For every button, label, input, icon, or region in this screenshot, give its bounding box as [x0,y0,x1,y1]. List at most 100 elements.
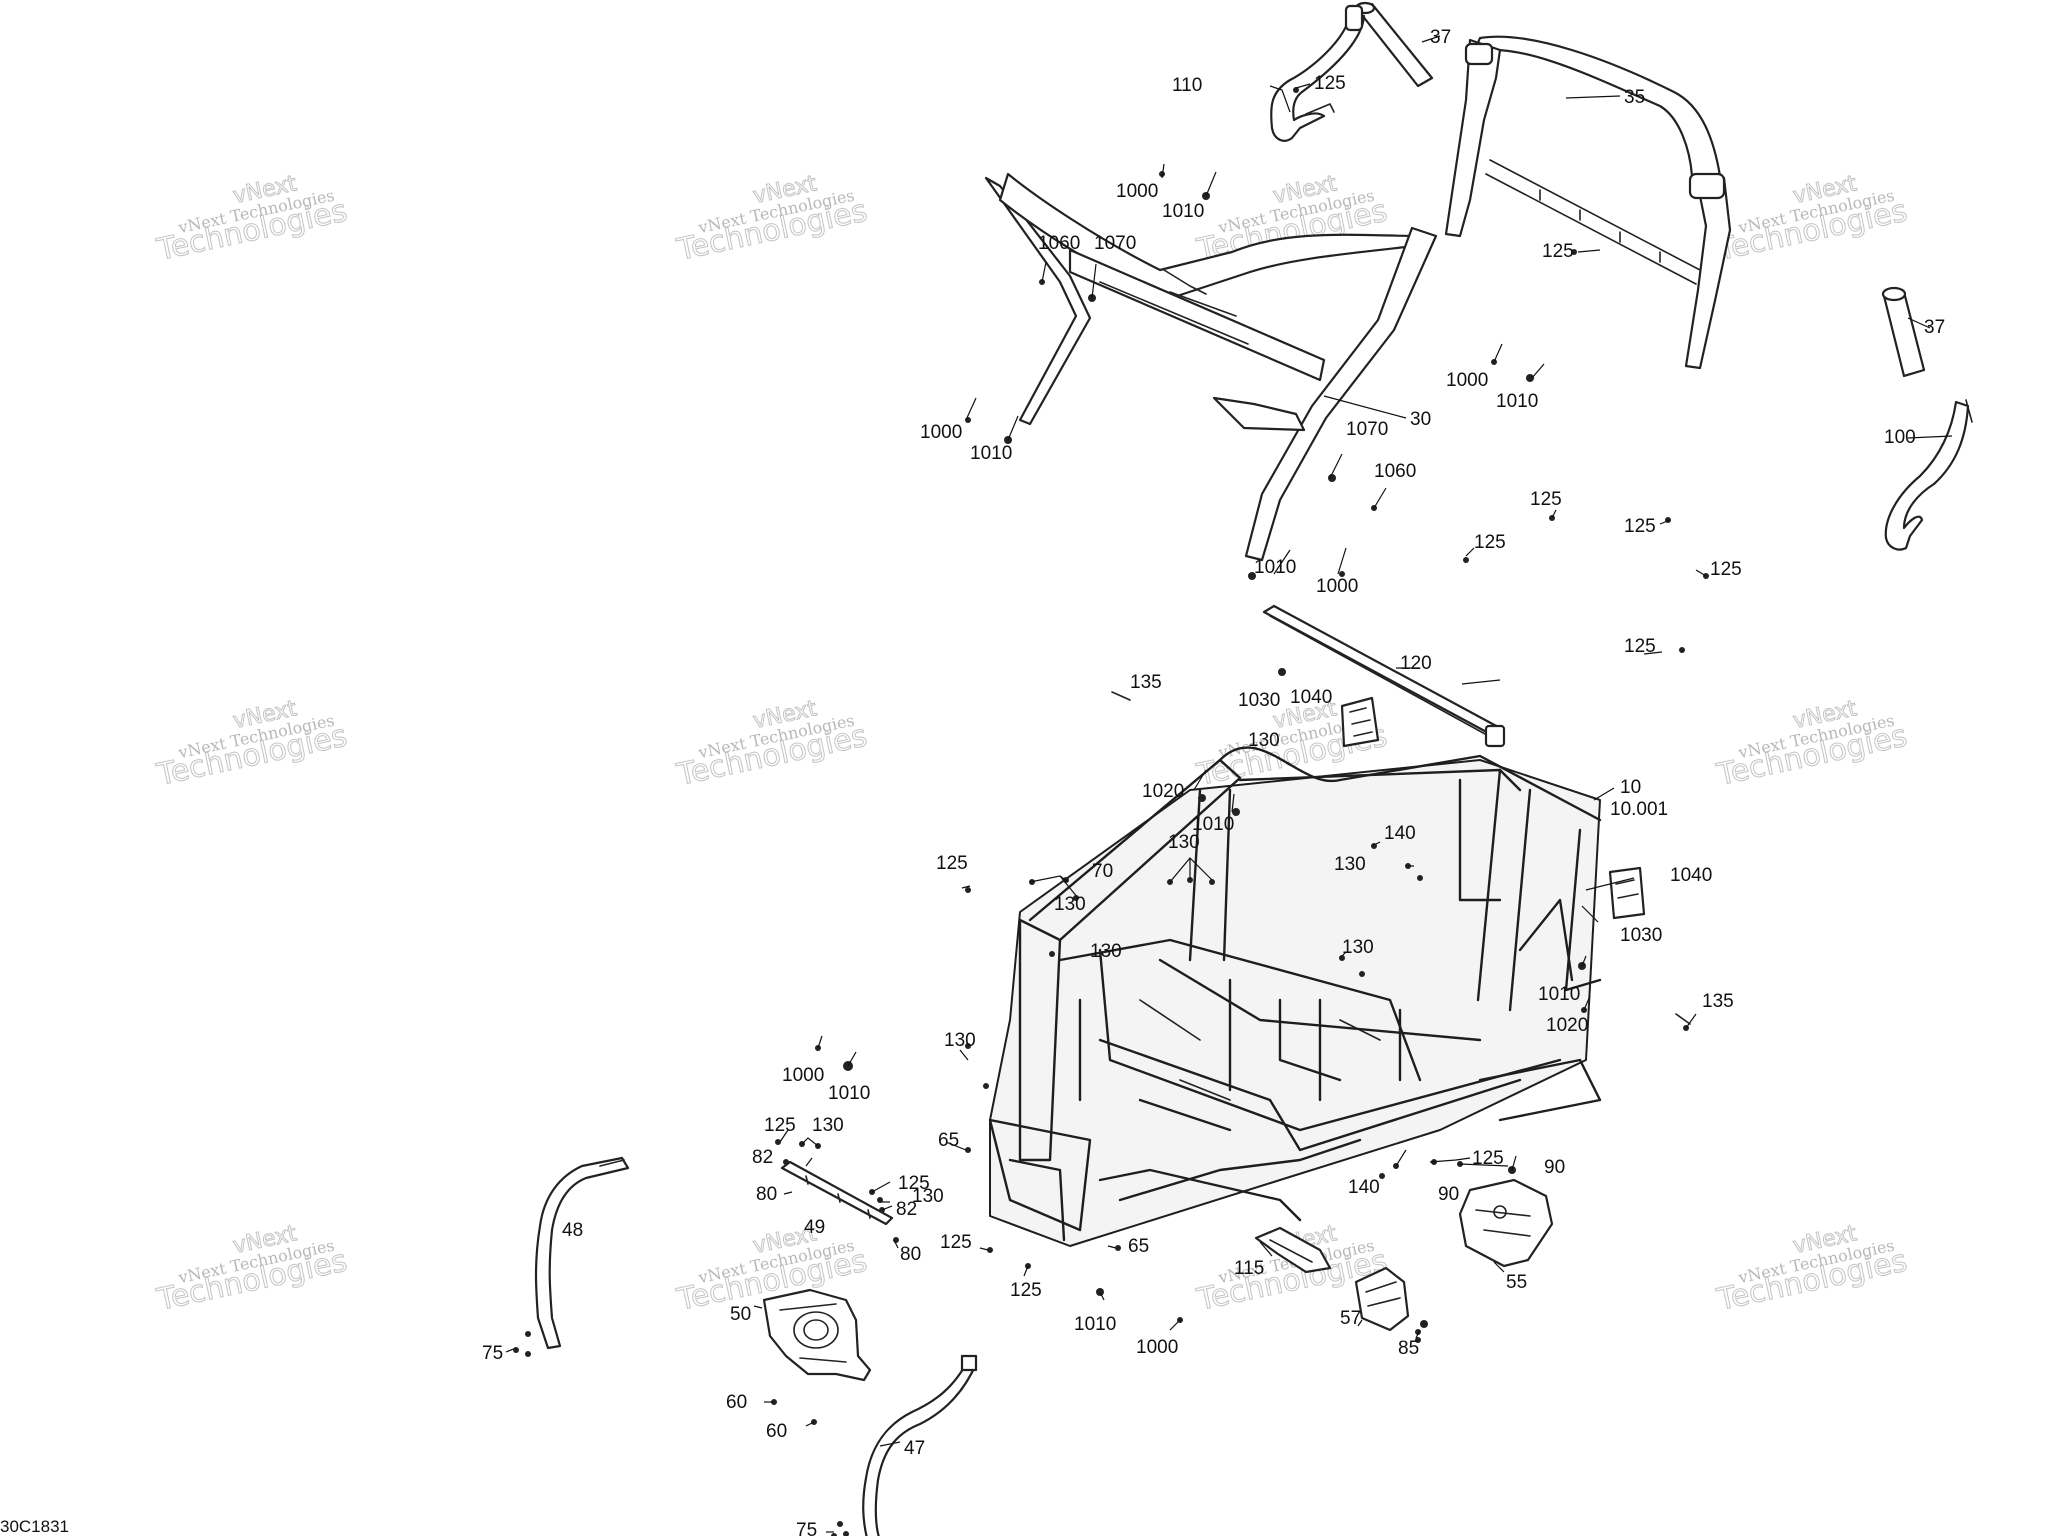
fastener [525,1351,531,1357]
callout-label-65: 65 [1128,1236,1149,1257]
fastener [1248,572,1256,580]
part-37-right-tube [1881,286,1926,378]
callout-label-49: 49 [804,1217,825,1238]
part-47-lower-tube [862,1354,978,1536]
fastener-bolt [1111,691,1131,701]
callout-label-82: 82 [752,1147,773,1168]
callout-label-125: 125 [936,853,968,874]
callout-label-1000: 1000 [1116,181,1158,202]
fastener [983,1083,989,1089]
callout-label-125: 125 [1472,1148,1504,1169]
callout-label-125: 125 [1710,559,1742,580]
fastener [965,1043,971,1049]
callout-label-125: 125 [898,1173,930,1194]
fastener [775,1139,781,1145]
callout-label-65: 65 [938,1130,959,1151]
part-115-bracket [1254,1226,1332,1274]
drawing-code: 30C1831 [0,1517,69,1536]
callout-label-75: 75 [796,1520,817,1536]
callout-label-90: 90 [1438,1184,1459,1205]
callout-label-125: 125 [1474,532,1506,553]
part-10-main-frame [988,746,1602,1247]
part-110-grab-handle [1270,4,1366,142]
fastener [837,1521,843,1527]
fastener-bolt [1675,1013,1691,1025]
callout-label-1000: 1000 [1316,576,1358,597]
callout-label-75: 75 [482,1343,503,1364]
callout-label-1000: 1000 [920,422,962,443]
callout-label-10: 10 [1620,777,1641,798]
callout-label-1060: 1060 [1374,461,1416,482]
callout-label-37: 37 [1924,317,1945,338]
fastener [525,1331,531,1337]
callout-label-100: 100 [1884,427,1916,448]
callout-label-1040: 1040 [1670,865,1712,886]
callout-label-125: 125 [1010,1280,1042,1301]
fastener [1115,1245,1121,1251]
callout-label-130: 130 [1168,832,1200,853]
callout-label-50: 50 [730,1304,751,1325]
part-120-cross-bar [1262,604,1506,748]
callout-label-80: 80 [900,1244,921,1265]
callout-label-130: 130 [944,1030,976,1051]
fastener [1415,1337,1421,1343]
part-1040-bracket-upper [1340,696,1380,748]
fastener [1526,374,1534,382]
callout-label-85: 85 [1398,1338,1419,1359]
callout-label-1010: 1010 [828,1083,870,1104]
callout-label-47: 47 [904,1438,925,1459]
parts [534,1,1973,1536]
watermark: Technologies vNext Technologies vNext [153,171,351,269]
part-37-upper-tube [1354,1,1434,88]
callout-label-1010: 1010 [1254,557,1296,578]
part-57-plate [1354,1266,1410,1332]
callout-label-120: 120 [1400,653,1432,674]
callout-label-60: 60 [726,1392,747,1413]
callout-label-135: 135 [1130,672,1162,693]
fastener [1417,875,1423,881]
callout-label-1070: 1070 [1346,419,1388,440]
callout-label-130: 130 [1054,894,1086,915]
part-55-bracket [1458,1178,1554,1268]
watermark: Technologies vNext Technologies vNext [1713,1221,1911,1319]
fastener [987,1247,993,1253]
fastener [1679,647,1685,653]
callout-label-1010: 1010 [1496,391,1538,412]
fastener [1359,971,1365,977]
callout-label-135: 135 [1702,991,1734,1012]
part-49-front-bar [780,1160,894,1226]
watermark: Technologies vNext Technologies vNext [1713,696,1911,794]
callout-label-37: 37 [1430,27,1451,48]
part-100-grab-handle [1884,399,1973,551]
callout-label-1020: 1020 [1546,1015,1588,1036]
fastener [831,1533,837,1536]
leader-lines [505,35,1953,1533]
watermark: Technologies vNext Technologies vNext [1713,171,1911,269]
fastener [965,1147,971,1153]
callout-label-55: 55 [1506,1272,1527,1293]
callout-label-130: 130 [812,1115,844,1136]
callout-label-1010: 1010 [970,443,1012,464]
callout-label-30: 30 [1410,409,1431,430]
fastener [783,1159,789,1165]
callout-label-1040: 1040 [1290,687,1332,708]
callout-labels: 37 110 125 35 1000 1010 1060 1070 125 37… [482,27,1945,1536]
callout-label-1030: 1030 [1238,690,1280,711]
callout-label-125: 125 [1542,241,1574,262]
callout-label-1030: 1030 [1620,925,1662,946]
callout-label-1020: 1020 [1142,781,1184,802]
callout-label-90: 90 [1544,1157,1565,1178]
callout-label-57: 57 [1340,1308,1361,1329]
callout-label-140: 140 [1384,823,1416,844]
watermark: Technologies vNext Technologies vNext [153,1221,351,1319]
fastener [1278,668,1286,676]
fasteners [513,87,1709,1536]
callout-label-35: 35 [1624,87,1645,108]
callout-label-1010: 1010 [1074,1314,1116,1335]
callout-label-1000: 1000 [1446,370,1488,391]
fastener [1049,951,1055,957]
fastener [1571,249,1577,255]
callout-label-1010: 1010 [1192,814,1234,835]
callout-label-125: 125 [764,1115,796,1136]
